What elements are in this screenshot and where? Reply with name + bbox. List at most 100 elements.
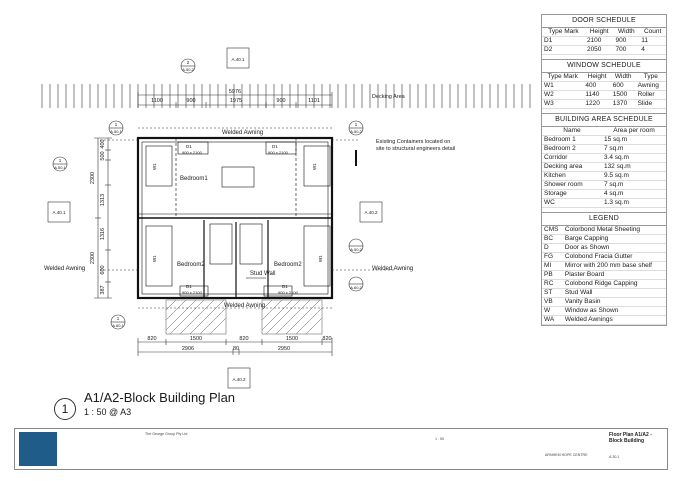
dim-half-2: 2950 xyxy=(278,346,290,352)
dim-half-mid: 80 xyxy=(233,346,239,352)
cell: W xyxy=(542,306,563,316)
building-walls xyxy=(136,136,334,300)
cell: Storage xyxy=(542,189,602,199)
title-block: The George Group Pty Ltd 1 : 50 ARNHEM H… xyxy=(14,428,668,470)
cell: 11 xyxy=(639,36,666,46)
dim-bottom-4: 1500 xyxy=(286,336,298,342)
company-name: The George Group Pty Ltd xyxy=(145,432,188,436)
cell: D1 xyxy=(542,36,585,46)
cell: 1140 xyxy=(583,90,611,100)
cell: 4 xyxy=(639,45,666,55)
cell: Plaster Board xyxy=(562,270,666,280)
dim-left-4: 1313 xyxy=(100,194,106,206)
door-size-bottom-left: 900 x 2100 xyxy=(182,290,203,295)
door-schedule-title: DOOR SCHEDULE xyxy=(542,15,666,28)
cell: Awning xyxy=(635,81,666,91)
window-tag-4: W1 xyxy=(318,255,323,262)
window-tag-3: W1 xyxy=(152,255,157,262)
dim-bottom-2: 1500 xyxy=(190,336,202,342)
cell: Stud Wall xyxy=(562,288,666,298)
drawing-scale: 1 : 50 xyxy=(435,437,444,441)
dim-left-5: 1316 xyxy=(100,228,106,240)
dim-top-2: 900 xyxy=(186,98,195,104)
cell: Door as Shown xyxy=(562,243,666,253)
annotation-welded-awning-top: Welded Awning xyxy=(222,130,263,136)
dim-bottom-3: 820 xyxy=(239,336,248,342)
callout-8-ref: A.50.2 xyxy=(350,247,362,252)
cell: Vanity Basin xyxy=(562,297,666,307)
legend-title: LEGEND xyxy=(542,212,666,226)
col-header: Area per room xyxy=(601,127,666,136)
cell: 3.4 sq.m xyxy=(601,153,666,163)
cell: 7 sq.m xyxy=(601,180,666,190)
callout-1-ref: A.50.2 xyxy=(182,67,194,72)
cell: Bedroom 2 xyxy=(542,144,602,154)
cell: RC xyxy=(542,279,563,289)
callout-9-num: 1 xyxy=(117,316,120,321)
dim-bottom-5: 820 xyxy=(322,336,331,342)
company-logo xyxy=(19,432,57,466)
window-tag-2: W1 xyxy=(312,163,317,170)
col-header: Type Mark xyxy=(542,73,584,82)
bottom-dimensions xyxy=(137,338,333,356)
dim-top-5: 1101 xyxy=(308,98,320,104)
cell: Shower room xyxy=(542,180,602,190)
view-number: 1 xyxy=(54,398,76,420)
cell: BC xyxy=(542,234,563,244)
project-name: ARNHEM HOPE CENTRE xyxy=(545,453,588,457)
door-tag-top-right: D1 xyxy=(272,144,278,149)
door-tag-bottom-right: D1 xyxy=(282,284,288,289)
plan-title: A1/A2-Block Building Plan xyxy=(84,390,236,405)
decking-label: Decking Area xyxy=(372,94,406,100)
door-size-bottom-right: 900 x 2100 xyxy=(278,290,299,295)
col-header: Width xyxy=(613,28,640,37)
col-header: Count xyxy=(639,28,666,37)
annotation-welded-awning-left: Welded Awning xyxy=(44,266,85,272)
cell: Kitchen xyxy=(542,171,602,181)
col-header: Height xyxy=(583,73,611,82)
stud-wall-label: Stud Wall xyxy=(250,271,275,277)
callout-9-ref: A.60.1 xyxy=(112,323,124,328)
cell: D2 xyxy=(542,45,585,55)
room-label-bedroom1: Bedroom1 xyxy=(180,176,208,182)
cell: WA xyxy=(542,315,563,325)
callout-6-ref: A.40.2 xyxy=(364,210,378,215)
cell: W2 xyxy=(542,90,584,100)
drawing-number: A.30.1 xyxy=(609,455,620,459)
door-tag-top-left: D1 xyxy=(186,144,192,149)
room-label-bedroom2-right: Bedroom2 xyxy=(274,262,302,268)
entry-steps xyxy=(165,299,323,335)
dim-total: 5976 xyxy=(229,89,241,95)
cell: 400 xyxy=(583,81,611,91)
cell: D xyxy=(542,243,563,253)
cell: MI xyxy=(542,261,563,271)
cell: Bedroom 1 xyxy=(542,135,602,145)
cell: 2100 xyxy=(584,36,614,46)
col-header: Type Mark xyxy=(542,28,585,37)
annotation-welded-awning-bottom: Welded Awning xyxy=(224,303,265,309)
dim-top-4: 900 xyxy=(276,98,285,104)
cell: 1.3 sq.m xyxy=(601,198,666,208)
callout-3-ref: A.50.1 xyxy=(110,129,122,134)
dim-left-2: 500 xyxy=(100,151,106,160)
cell: Slide xyxy=(635,99,666,109)
awning-lines xyxy=(100,127,395,309)
dim-left-6: 2300 xyxy=(90,252,96,264)
dim-top-3: 1975 xyxy=(230,98,242,104)
cell: 2050 xyxy=(584,45,614,55)
